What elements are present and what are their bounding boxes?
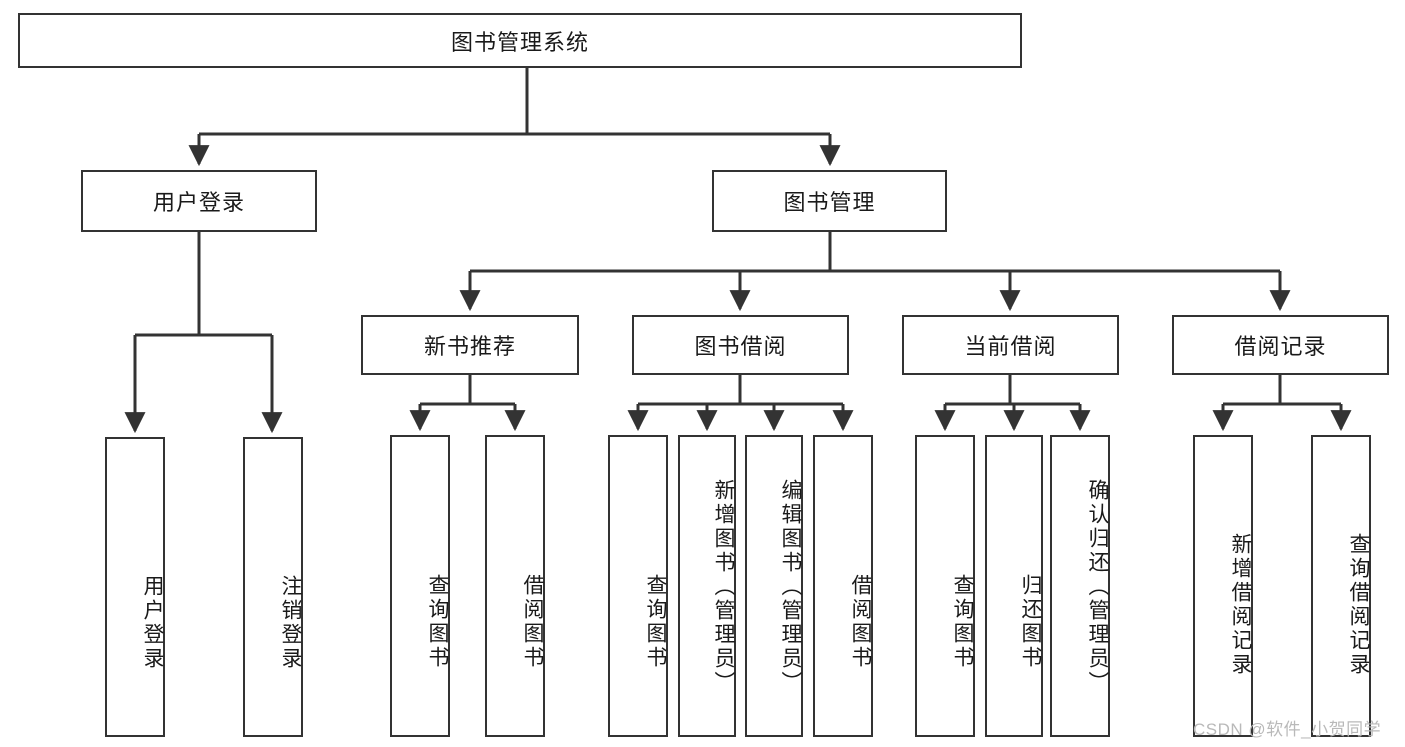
node-user-login[interactable]: 用户登录 xyxy=(81,170,317,232)
node-new-book-recommend[interactable]: 新书推荐 xyxy=(361,315,579,375)
node-current-borrow[interactable]: 当前借阅 xyxy=(902,315,1119,375)
leaf-borrow-book-recommend[interactable]: 借阅图书 xyxy=(485,435,545,737)
node-root[interactable]: 图书管理系统 xyxy=(18,13,1022,68)
leaf-query-book-recommend[interactable]: 查询图书 xyxy=(390,435,450,737)
node-book-management[interactable]: 图书管理 xyxy=(712,170,947,232)
leaf-add-borrow-record[interactable]: 新增借阅记录 xyxy=(1193,435,1253,737)
leaf-confirm-return-admin[interactable]: 确认归还（管理员） xyxy=(1050,435,1110,737)
leaf-query-borrow-record[interactable]: 查询借阅记录 xyxy=(1311,435,1371,737)
node-borrow-records[interactable]: 借阅记录 xyxy=(1172,315,1389,375)
leaf-user-login[interactable]: 用户登录 xyxy=(105,437,165,737)
watermark-text: CSDN @软件_小贺同学 xyxy=(1193,720,1382,739)
leaf-query-book-current[interactable]: 查询图书 xyxy=(915,435,975,737)
leaf-return-book[interactable]: 归还图书 xyxy=(985,435,1043,737)
node-book-borrow[interactable]: 图书借阅 xyxy=(632,315,849,375)
leaf-query-book-borrow[interactable]: 查询图书 xyxy=(608,435,668,737)
leaf-logout[interactable]: 注销登录 xyxy=(243,437,303,737)
leaf-edit-book-admin[interactable]: 编辑图书（管理员） xyxy=(745,435,803,737)
leaf-borrow-book[interactable]: 借阅图书 xyxy=(813,435,873,737)
leaf-add-book-admin[interactable]: 新增图书（管理员） xyxy=(678,435,736,737)
